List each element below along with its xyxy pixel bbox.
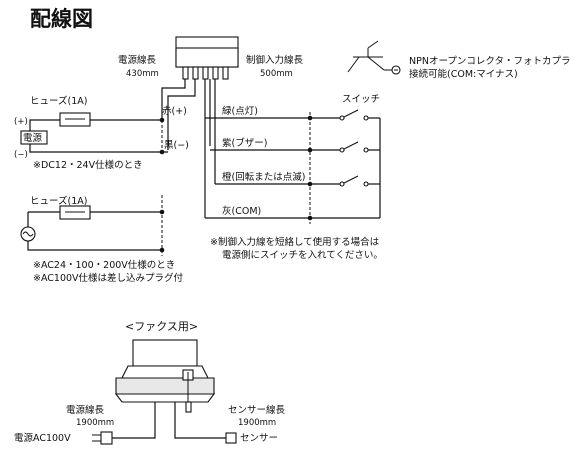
power-lead-label: 電源線長: [118, 54, 157, 66]
fax-power-plug-label: 電源AC100V: [14, 433, 71, 444]
short-note-line1: ※制御入力線を短絡して使用する場合は: [210, 236, 380, 248]
dc-power-box: [20, 130, 48, 145]
ac-fuse-label: ヒューズ(1A): [30, 195, 87, 207]
fax-sensor-lead-length: 1900mm: [238, 418, 276, 428]
dc-minus-label: (−): [14, 150, 28, 160]
lamp-base: [175, 47, 239, 68]
ac-bottom-wire: [27, 241, 162, 251]
switch-icon: [343, 175, 359, 184]
switch-icon: [343, 109, 359, 118]
lamp-pin: [212, 66, 219, 80]
lamp-pin: [192, 66, 199, 80]
lamp-unit: [175, 36, 239, 80]
dc-fuse-label: ヒューズ(1A): [30, 95, 87, 107]
control-wire-label: 橙(回転または点滅): [222, 171, 305, 183]
fax-sensor-lead-label: センサー線長: [228, 404, 286, 416]
control-wire-label: 紫(ブザー): [222, 137, 267, 149]
black-lead-wire: [167, 79, 196, 150]
lamp-pin: [202, 66, 209, 80]
short-note-line2: 電源側にスイッチを入れてください。: [222, 249, 383, 261]
control-lead-label: 制御入力線長: [246, 54, 304, 66]
dc-power-label: 電源: [23, 133, 43, 144]
dc-black-wire: [29, 144, 168, 153]
fax-power-wire: [112, 402, 156, 439]
npn-transistor-icon: [347, 40, 401, 75]
fax-power-lead-label: 電源線長: [66, 404, 105, 416]
power-lead-length: 430mm: [126, 69, 159, 79]
red-wire-label: 赤(+): [162, 106, 187, 117]
dc-plus-label: (+): [14, 117, 28, 127]
dc-spec-note: ※DC12・24V仕様のとき: [33, 159, 143, 171]
control-lead-length: 500mm: [260, 69, 293, 79]
ac-spec-note1: ※AC24・100・200V仕様のとき: [33, 259, 175, 271]
dc-plus-wire: [29, 119, 60, 131]
control-wire-label: 緑(点灯): [222, 105, 258, 117]
sensor-icon: [225, 432, 237, 444]
npn-note-line1: NPNオープンコレクタ・フォトカプラ: [409, 56, 571, 67]
fax-sensor-wire: [174, 402, 226, 439]
ac-spec-note2: ※AC100V仕様は差し込みプラグ付: [33, 272, 184, 284]
fax-sensor-label: センサー: [240, 433, 278, 444]
fax-heading: <ファクス用>: [125, 320, 198, 333]
fax-power-lead-length: 1900mm: [76, 418, 114, 428]
control-wire-label: 灰(COM): [222, 205, 261, 217]
switch-icon: [343, 141, 359, 150]
lamp-pin: [182, 66, 189, 80]
fax-lamp-unit: [114, 339, 216, 413]
lamp-pin: [222, 66, 229, 80]
switch-label: スイッチ: [342, 94, 380, 105]
diagram-title: 配線図: [30, 7, 93, 31]
ac-wave-icon: [22, 231, 34, 237]
red-lead-wire: [161, 79, 186, 118]
npn-note-line2: 接続可能(COM:マイナス): [409, 68, 518, 80]
plug-icon: [92, 431, 113, 445]
black-wire-label: 黒(−): [164, 140, 189, 151]
